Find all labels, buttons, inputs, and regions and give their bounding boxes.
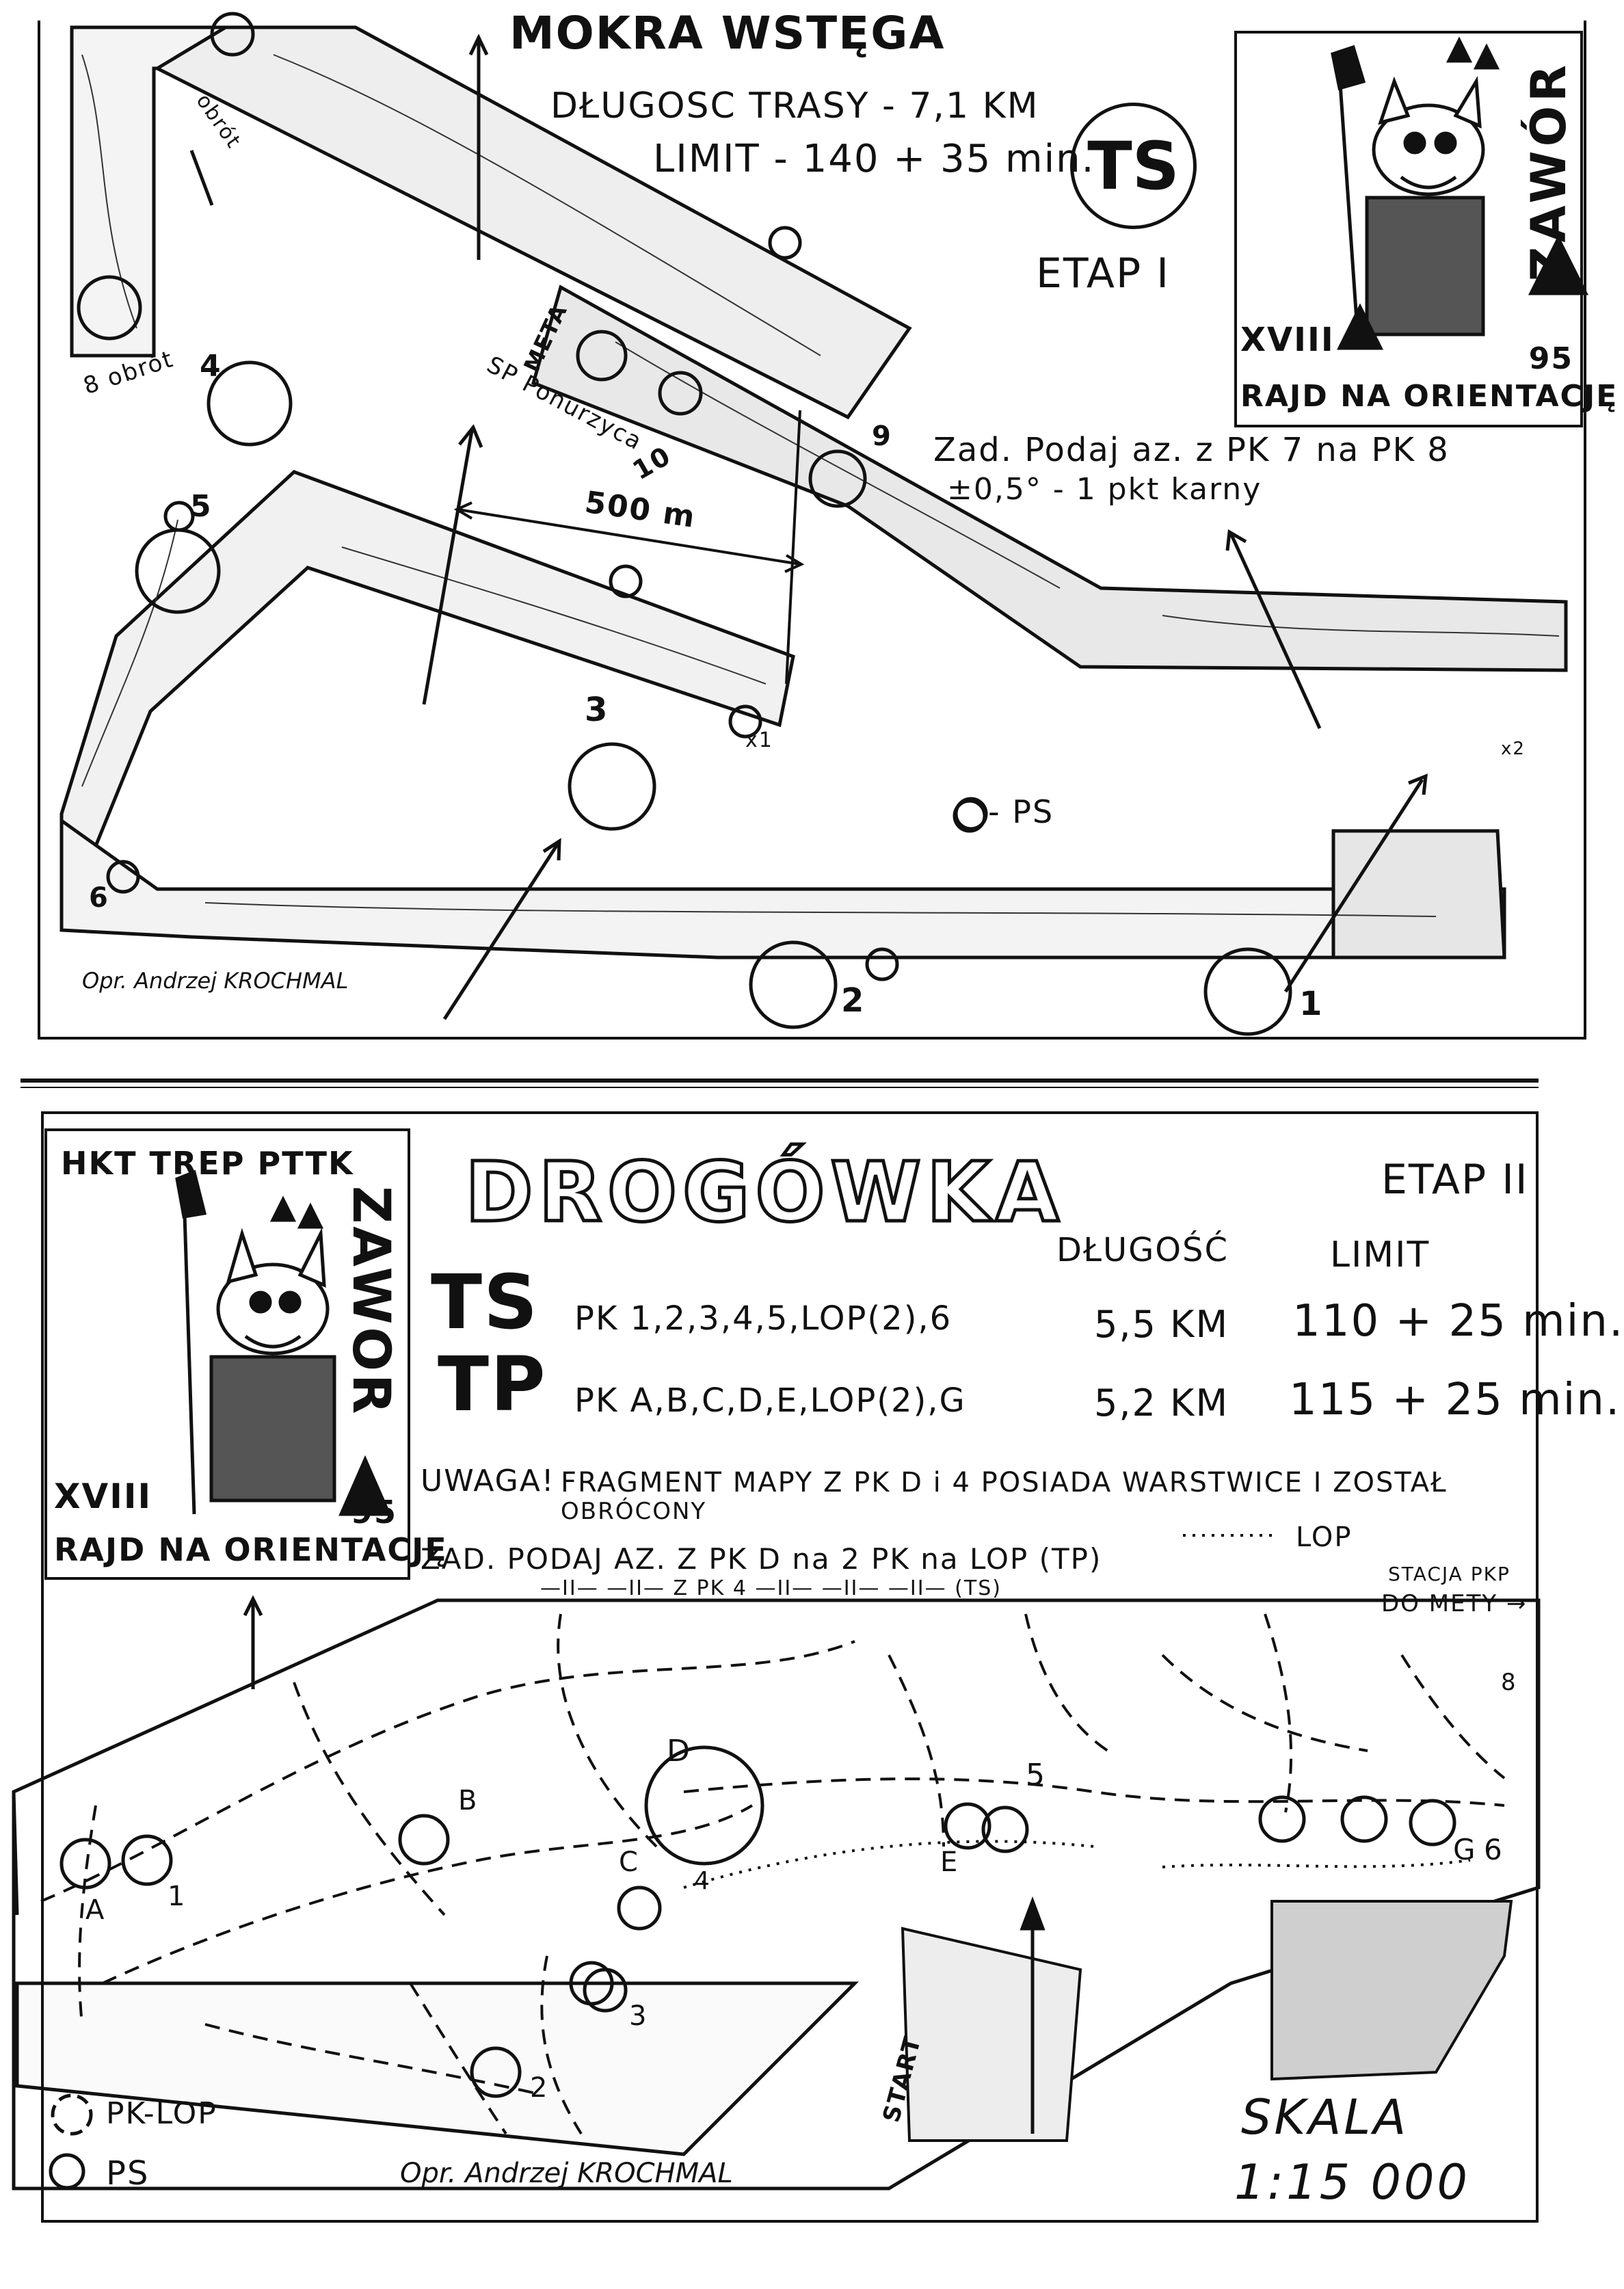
- strip-top-diagonal: [153, 25, 912, 420]
- cpB-label: B: [458, 1785, 479, 1816]
- cp2b-label: 2: [530, 2072, 549, 2104]
- cp1b-label: 1: [168, 1881, 187, 1912]
- stage2-logo-edition: XVIII: [54, 1477, 152, 1516]
- stage1-arrows: [189, 34, 1428, 1020]
- mascot-illustration-2: [175, 1169, 392, 1516]
- stage2-club: HKT TREP PTTK: [61, 1145, 354, 1182]
- stage1-limit: LIMIT - 140 + 35 min.: [653, 137, 1095, 181]
- stage2-row-tp-length: 5,2 KM: [1094, 1381, 1229, 1425]
- x2-label: x2: [1501, 739, 1526, 759]
- cp6b-label: 6: [1484, 1833, 1504, 1866]
- cp4b-label: 4: [694, 1867, 711, 1895]
- stage2-note-text2: OBRÓCONY: [561, 1498, 707, 1525]
- stage2-arrows: [243, 1595, 1046, 2134]
- stage2-col-length: DŁUGOŚĆ: [1056, 1231, 1229, 1269]
- stage1-category: TS: [1087, 127, 1180, 204]
- cp3b-label: 3: [629, 2000, 648, 2032]
- stage2-note-label: UWAGA!: [421, 1464, 555, 1498]
- stage1-logo: ZAWÓR XVIII 95 RAJD NA ORIENTACJĘ: [1234, 31, 1616, 427]
- stage2-legend-pk-lop: PK-LOP: [106, 2096, 217, 2131]
- cp1-label: 1: [1299, 985, 1324, 1023]
- cp4-label: 4: [200, 349, 222, 384]
- stage1-title: MOKRA WSTĘGA: [509, 7, 946, 59]
- strip-right-end: [1331, 829, 1506, 960]
- stage2-logo-year: 95: [350, 1494, 397, 1531]
- stage2-checkpoints: [59, 1745, 1456, 2098]
- stage2-title: DROGÓWKA: [464, 1144, 1065, 1243]
- cp5-label: 5: [190, 489, 213, 524]
- cp6-label: 6: [89, 882, 109, 914]
- stage2-lop-legend: LOP: [1296, 1522, 1353, 1553]
- stage1-checkpoints: [77, 12, 1292, 1036]
- cpD-label: D: [667, 1734, 691, 1769]
- stage2-row-ts-category: TS: [431, 1258, 540, 1346]
- stage1-logo-name: ZAWÓR: [1521, 61, 1577, 282]
- cpG-label: G: [1453, 1833, 1477, 1866]
- stage2-task-line1: ZAD. PODAJ AZ. Z PK D na 2 PK na LOP (TP…: [421, 1542, 1102, 1576]
- stage2-author: Opr. Andrzej KROCHMAL: [400, 2158, 733, 2189]
- stage2-legend-symbols: [49, 799, 987, 2190]
- stage2-note-text: FRAGMENT MAPY Z PK D i 4 POSIADA WARSTWI…: [561, 1467, 1448, 1498]
- stage2-row-tp-limit: 115 + 25 min.: [1289, 1375, 1621, 1425]
- stage2-station: STACJA PKP: [1388, 1563, 1510, 1585]
- cp9-label: 9: [872, 421, 892, 452]
- stage1-stage-label: ETAP I: [1036, 250, 1170, 297]
- strip-bottom: [59, 817, 1506, 960]
- stage1-logo-rally: RAJD NA ORIENTACJĘ: [1240, 379, 1619, 414]
- stage2-col-limit: LIMIT: [1330, 1234, 1430, 1275]
- cp3-label: 3: [585, 691, 609, 729]
- stage2-frame: [41, 1111, 1539, 2223]
- stage1-route-length: DŁUGOSC TRASY - 7,1 KM: [550, 85, 1039, 127]
- stage1-logo-year: 95: [1528, 341, 1573, 376]
- x1-label: x1: [745, 728, 773, 752]
- stage2-start-area: [901, 1900, 1513, 2142]
- mascot-illustration: [1331, 36, 1589, 350]
- stage2-logo-rally: RAJD NA ORIENTACJĘ: [54, 1531, 448, 1568]
- cpA-label: A: [85, 1894, 106, 1926]
- stage2-logo-name: ZAWOR: [341, 1186, 402, 1417]
- cpE-label: E: [940, 1847, 959, 1878]
- strip-finish-diagonal: [531, 285, 1568, 672]
- stage1-category-badge: TS: [1070, 103, 1197, 229]
- cpC-label: C: [619, 1847, 639, 1878]
- stage2-scale-label: SKALA: [1241, 2089, 1409, 2145]
- stage1-author: Opr. Andrzej KROCHMAL: [82, 968, 349, 994]
- map-drawing: [12, 12, 1568, 2191]
- stage1-logo-edition: XVIII: [1240, 321, 1335, 359]
- stage2-dotted-paths: [683, 1534, 1471, 1889]
- stage2-legend-ps: PS: [106, 2154, 150, 2193]
- stage2-task-line2: —II— —II— Z PK 4 —II— —II— —II— (TS): [540, 1576, 1002, 1600]
- stage2-row-tp-points: PK A,B,C,D,E,LOP(2),G: [574, 1381, 966, 1420]
- stage2-row-ts-limit: 110 + 25 min.: [1292, 1296, 1624, 1347]
- cp2-label: 2: [841, 981, 866, 1020]
- stage1-scale-bar: [453, 410, 805, 685]
- stage2-scale-value: 1:15 000: [1234, 2154, 1471, 2210]
- cp8b-label: 8: [1501, 1669, 1517, 1696]
- stage1-ps-legend-text: - PS: [988, 793, 1054, 830]
- stage1-task-line1: Zad. Podaj az. z PK 7 na PK 8: [933, 431, 1450, 469]
- stage2-row-ts-points: PK 1,2,3,4,5,LOP(2),6: [574, 1299, 953, 1338]
- stage2-to-finish: DO METY →: [1381, 1590, 1528, 1617]
- stage1-texture: [81, 54, 1560, 917]
- strip-middle: [59, 470, 795, 931]
- stage2-row-ts-length: 5,5 KM: [1094, 1303, 1229, 1346]
- stage2-stage-label: ETAP II: [1381, 1156, 1529, 1204]
- stage2-row-tp-category: TP: [438, 1340, 547, 1428]
- stage1-task-line2: ±0,5° - 1 pkt karny: [947, 472, 1262, 507]
- stage1-frame: [38, 21, 1586, 1040]
- stage2-logo: HKT TREP PTTK ZAWOR XVIII 95 RAJD NA ORI…: [44, 1128, 447, 1580]
- cp5b-label: 5: [1026, 1758, 1046, 1792]
